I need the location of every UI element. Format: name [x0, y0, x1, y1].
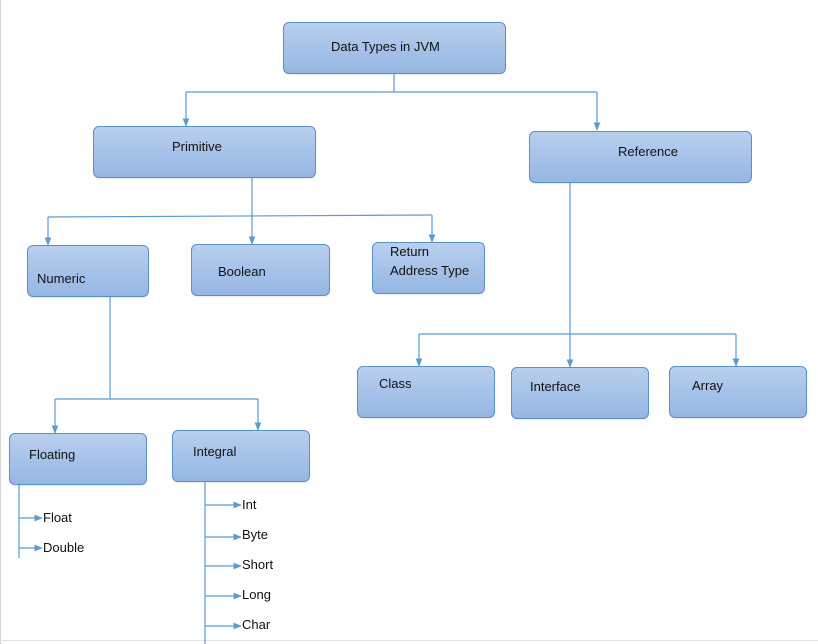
node-label: Numeric: [37, 271, 86, 286]
node-boolean: Boolean: [191, 244, 330, 296]
node-reference: Reference: [529, 131, 752, 183]
node-array: Array: [669, 366, 807, 418]
node-class: Class: [357, 366, 495, 418]
page-edge-left: [0, 0, 1, 644]
node-numeric: Numeric: [27, 245, 149, 297]
page-edge-bottom: [0, 640, 818, 641]
leaf-char: Char: [242, 617, 271, 632]
node-floating: Floating: [9, 433, 147, 485]
node-label: Array: [692, 378, 724, 393]
node-integral: Integral: [172, 430, 310, 482]
node-data-types-in-jvm: Data Types in JVM: [283, 22, 506, 74]
node-primitive: Primitive: [93, 126, 316, 178]
leaf-int: Int: [242, 497, 257, 512]
node-label: Integral: [193, 444, 237, 459]
node-label: Boolean: [218, 264, 266, 279]
leaf-short: Short: [242, 557, 274, 572]
node-label: Class: [379, 376, 412, 391]
node-interface: Interface: [511, 367, 649, 419]
node-return-address-type: Return Address Type: [372, 242, 485, 294]
node-label-line1: Return: [390, 244, 430, 259]
connector-primitive-bus: [47, 214, 433, 218]
node-label: Floating: [29, 447, 76, 462]
node-label: Reference: [618, 144, 678, 159]
leaf-long: Long: [242, 587, 271, 602]
leaf-byte: Byte: [242, 527, 269, 542]
node-label: Primitive: [172, 139, 222, 154]
node-label: Data Types in JVM: [331, 39, 440, 54]
node-label: Interface: [530, 379, 581, 394]
leaf-double: Double: [43, 540, 85, 555]
leaf-float: Float: [43, 510, 72, 525]
node-label-line2: Address Type: [390, 263, 470, 278]
